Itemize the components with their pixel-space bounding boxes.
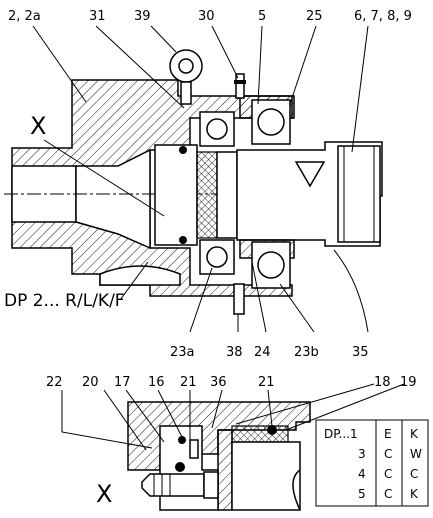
- detail-rotor-curve: [292, 469, 301, 511]
- detail-label-21: 21: [180, 375, 197, 390]
- label-35: 35: [352, 345, 369, 360]
- eye-bolt: [169, 49, 203, 105]
- detail-o-ring-1: [178, 436, 186, 444]
- thread-section: [337, 145, 381, 243]
- detail-o-ring-2: [175, 462, 185, 472]
- leader-lines-main: [32, 25, 369, 333]
- detail-seal-ring: [231, 425, 289, 443]
- inner-passage: [75, 148, 151, 250]
- housing-body: [11, 79, 293, 297]
- o-ring-upper: [179, 146, 187, 154]
- detail-x-view: [127, 401, 311, 511]
- table-cell: DP...1: [324, 427, 358, 441]
- detail-label-20: 20: [82, 375, 99, 390]
- detail-o-ring-3: [267, 425, 277, 435]
- label-30: 30: [198, 9, 215, 24]
- seal-code-table: DP...1 E K 3 C W 4 C C 5 C K: [315, 419, 429, 507]
- section-marker-x: X: [30, 112, 46, 140]
- grease-nipple: [234, 73, 246, 99]
- seal-ring: [196, 151, 218, 239]
- detail-label-17: 17: [114, 375, 131, 390]
- detail-housing-lower: [217, 429, 233, 511]
- table-cell: C: [410, 467, 418, 481]
- seal-carrier: [154, 144, 198, 246]
- table-cell: C: [384, 467, 392, 481]
- table-cell: C: [384, 447, 392, 461]
- seal-face: [216, 151, 238, 239]
- detail-label-22: 22: [46, 375, 63, 390]
- o-ring-lower: [179, 236, 187, 244]
- table-cell: K: [410, 487, 419, 501]
- table-cell: 5: [358, 487, 366, 501]
- bearing-lower-right: [251, 241, 291, 289]
- leader-lines-detail: [61, 383, 405, 451]
- label-23b: 23b: [294, 345, 319, 360]
- detail-label-21b: 21: [258, 375, 275, 390]
- main-section-view: [4, 49, 383, 315]
- label-25: 25: [306, 9, 323, 24]
- bearing-upper-right: [251, 99, 291, 145]
- detail-marker-x: X: [96, 480, 112, 508]
- table-cell: K: [410, 427, 419, 441]
- model-title: DP 2... R/L/K/F: [4, 291, 125, 311]
- detail-retaining-ring: [189, 439, 199, 459]
- table-cell: W: [410, 447, 422, 461]
- housing-groove: [99, 265, 181, 286]
- detail-label-36: 36: [210, 375, 227, 390]
- label-39: 39: [134, 9, 151, 24]
- label-31: 31: [89, 9, 106, 24]
- label-24: 24: [254, 345, 271, 360]
- label-2-2a: 2, 2a: [8, 9, 41, 24]
- label-38: 38: [226, 345, 243, 360]
- detail-label-18: 18: [374, 375, 391, 390]
- table-cell: 3: [358, 447, 366, 461]
- detail-label-19: 19: [400, 375, 417, 390]
- label-6-7-8-9: 6, 7, 8, 9: [354, 9, 412, 24]
- detail-label-16: 16: [148, 375, 165, 390]
- anti-rotation-pin: [233, 283, 245, 315]
- bearing-upper-left: [199, 111, 235, 147]
- detail-screw: [141, 471, 219, 499]
- table-cell: C: [384, 487, 392, 501]
- label-5: 5: [258, 9, 266, 24]
- bearing-lower-left: [199, 239, 235, 275]
- table-cell: E: [384, 427, 392, 441]
- label-23a: 23a: [170, 345, 195, 360]
- table-cell: 4: [358, 467, 366, 481]
- detail-rotor-face: [231, 441, 301, 511]
- drive-flat-symbol: [294, 161, 326, 188]
